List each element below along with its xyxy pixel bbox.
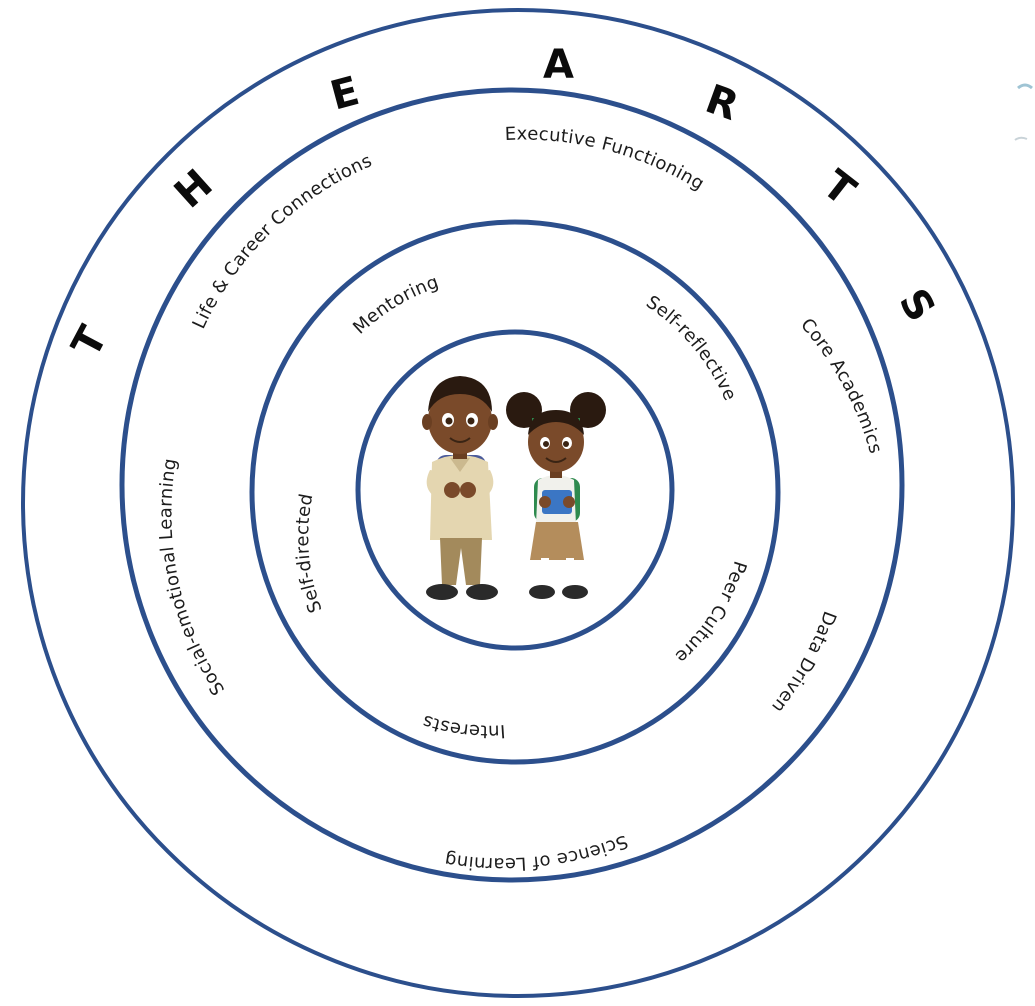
svg-text:Social-emotional Learning: Social-emotional Learning: [155, 457, 229, 699]
label-peer-culture: Peer Culture: [671, 558, 750, 667]
svg-text:Life & Career Connections: Life & Career Connections: [188, 150, 375, 332]
svg-text:Self-directed: Self-directed: [292, 492, 327, 616]
label-self-reflective: Self-reflective: [642, 292, 740, 404]
svg-text:Mentoring: Mentoring: [349, 272, 441, 339]
svg-text:Interests: Interests: [420, 710, 506, 741]
girl-student-figure: [506, 392, 606, 599]
title-letter-e: E: [326, 68, 364, 120]
title-letter-a: A: [543, 42, 574, 88]
label-life-career: Life & Career Connections: [188, 150, 375, 332]
second-ring: [119, 87, 905, 883]
title-letter-t1: T: [63, 318, 117, 364]
title-letter-h: H: [166, 161, 222, 218]
outer-ring: [21, 8, 1015, 998]
svg-text:Executive Functioning: Executive Functioning: [504, 124, 708, 195]
decorative-dots: [1014, 83, 1033, 141]
label-data-driven: Data Driven: [767, 608, 840, 717]
inner-ring: [355, 329, 675, 651]
title-letter-r: R: [700, 76, 745, 130]
label-self-directed: Self-directed: [292, 492, 326, 616]
svg-text:Self-reflective: Self-reflective: [642, 292, 740, 404]
boy-student-figure: [422, 376, 498, 600]
label-interests: Interests: [420, 710, 506, 741]
rings: [21, 8, 1015, 998]
third-ring: [249, 219, 781, 765]
svg-text:Peer Culture: Peer Culture: [671, 558, 751, 667]
label-mentoring: Mentoring: [349, 272, 441, 339]
title-letter-s: S: [890, 281, 944, 330]
svg-text:Data Driven: Data Driven: [767, 608, 840, 717]
label-social-emotional: Social-emotional Learning: [155, 457, 229, 699]
label-executive-functioning: Executive Functioning: [504, 124, 707, 195]
title-letter-t2: T: [814, 162, 864, 215]
two-students-icon: [422, 376, 606, 600]
